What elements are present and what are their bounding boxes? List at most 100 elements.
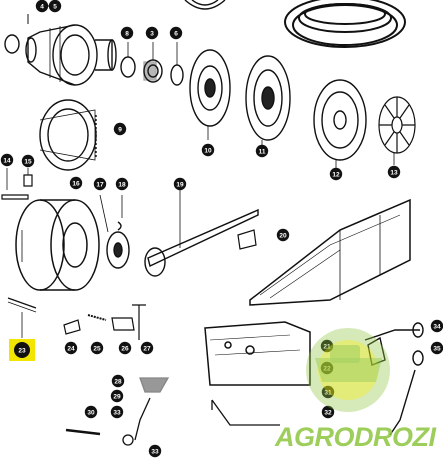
callout-circle [140, 341, 154, 355]
agrodrozi-logo [306, 328, 390, 412]
highlight-label: 23 [18, 347, 26, 354]
callout-label: 33 [151, 448, 159, 455]
callout-33[interactable]: 33 [110, 405, 124, 419]
linkage-bracket-part [364, 322, 424, 436]
callout-21[interactable]: 21 [320, 339, 334, 353]
callout-circle [35, 0, 49, 13]
callout-10[interactable]: 10 [201, 143, 215, 157]
callout-29[interactable]: 29 [110, 389, 124, 403]
callout-circle [430, 341, 443, 355]
bearing-part [143, 42, 163, 83]
callout-15[interactable]: 15 [21, 154, 35, 168]
callout-circle [169, 26, 183, 40]
callout-16[interactable]: 16 [69, 176, 83, 190]
callout-label: 15 [24, 158, 32, 165]
callout-12[interactable]: 12 [329, 167, 343, 181]
callout-circle [329, 167, 343, 181]
clutch-springs-part [284, 0, 406, 48]
callout-label: 12 [332, 171, 340, 178]
flywheel-ring-part [39, 99, 97, 171]
callout-30[interactable]: 30 [84, 405, 98, 419]
callout-19[interactable]: 19 [173, 177, 187, 191]
callout-9[interactable]: 9 [113, 122, 127, 136]
callout-label: 13 [390, 169, 398, 176]
callout-label: 20 [279, 232, 287, 239]
callout-11[interactable]: 11 [255, 144, 269, 158]
callout-4[interactable]: 4 [35, 0, 49, 13]
callout-26[interactable]: 26 [118, 341, 132, 355]
callout-label: 24 [67, 345, 75, 352]
callout-label: 5 [53, 3, 57, 10]
callout-circle [148, 444, 162, 458]
callout-circle [321, 405, 335, 419]
callout-label: 33 [113, 409, 121, 416]
callout-circle [118, 341, 132, 355]
callout-circle [321, 385, 335, 399]
callout-25[interactable]: 25 [90, 341, 104, 355]
shift-rod-part [144, 190, 259, 277]
callout-label: 9 [118, 126, 122, 133]
callout-label: 32 [324, 409, 332, 416]
callout-label: 10 [204, 147, 212, 154]
callout-6[interactable]: 6 [169, 26, 183, 40]
callout-label: 18 [118, 181, 126, 188]
pedal-linkage-parts [65, 377, 280, 446]
highlight-part-23[interactable]: 23 [9, 339, 35, 361]
bracket-part [1, 168, 33, 200]
callout-3[interactable]: 3 [145, 26, 159, 40]
callout-24[interactable]: 24 [64, 341, 78, 355]
clutch-cover-part [313, 79, 367, 168]
pressure-plate-part [245, 55, 291, 146]
callout-14[interactable]: 14 [0, 153, 14, 167]
callout-label: 16 [72, 180, 80, 187]
callout-label: 25 [93, 345, 101, 352]
watermark-text: AGRODROZI [274, 422, 436, 452]
callout-circle [255, 144, 269, 158]
callout-label: 29 [113, 393, 121, 400]
callout-label: 4 [40, 3, 44, 10]
callout-circle [120, 26, 134, 40]
callout-label: 30 [87, 409, 95, 416]
callout-35[interactable]: 35 [430, 341, 443, 355]
callout-label: 17 [96, 181, 104, 188]
callout-label: 8 [125, 30, 129, 37]
callout-circle [90, 341, 104, 355]
callout-8[interactable]: 8 [120, 26, 134, 40]
callout-label: 34 [433, 323, 441, 330]
callout-28[interactable]: 28 [111, 374, 125, 388]
callout-22[interactable]: 22 [320, 361, 334, 375]
seal-ring-part [170, 42, 184, 86]
bellhousing-cover-part [249, 198, 411, 306]
callout-label: 26 [121, 345, 129, 352]
callout-31[interactable]: 31 [321, 385, 335, 399]
callout-32[interactable]: 32 [321, 405, 335, 419]
callout-circle [276, 228, 290, 242]
callout-circle [64, 341, 78, 355]
callout-label: 6 [174, 30, 178, 37]
callout-circle [430, 319, 443, 333]
callout-18[interactable]: 18 [115, 177, 129, 191]
callout-circle [84, 405, 98, 419]
callout-label: 3 [150, 30, 154, 37]
coupling-part [99, 194, 130, 269]
callout-20[interactable]: 20 [276, 228, 290, 242]
callout-17[interactable]: 17 [93, 177, 107, 191]
callout-circle [115, 177, 129, 191]
callout-circle [145, 26, 159, 40]
callout-33[interactable]: 33 [148, 444, 162, 458]
lower-panel-part [204, 321, 311, 386]
callout-label: 22 [323, 365, 331, 372]
drum-housing-part [15, 199, 100, 291]
callout-circle [110, 389, 124, 403]
callout-label: 14 [3, 157, 11, 164]
pressure-disc-part [184, 0, 226, 10]
callout-13[interactable]: 13 [387, 165, 401, 179]
cable-part [7, 297, 37, 338]
callout-5[interactable]: 5 [48, 0, 62, 13]
clutch-housing-part [25, 24, 117, 86]
callout-27[interactable]: 27 [140, 341, 154, 355]
callout-circle [320, 339, 334, 353]
callout-label: 19 [176, 181, 184, 188]
callout-34[interactable]: 34 [430, 319, 443, 333]
